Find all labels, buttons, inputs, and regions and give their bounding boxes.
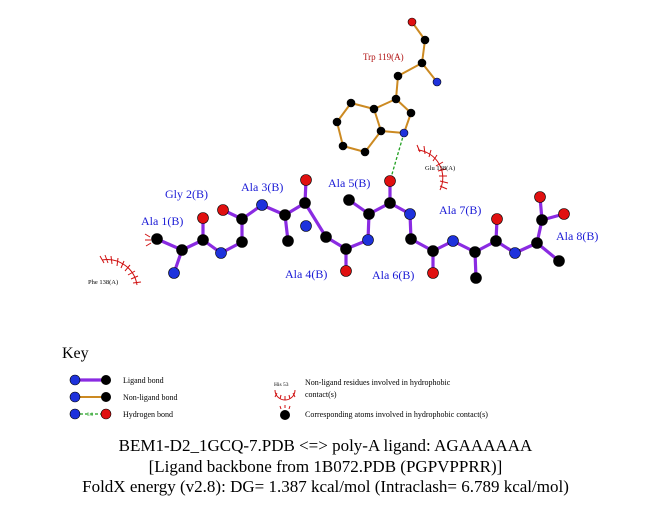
atom-carbon — [391, 94, 401, 104]
atom-carbon — [299, 197, 311, 209]
atom-nitrogen — [168, 267, 180, 279]
atom-oxygen — [558, 208, 570, 220]
atom-carbon — [531, 237, 543, 249]
atom-carbon — [151, 233, 163, 245]
svg-text:contact(s): contact(s) — [305, 390, 337, 399]
atom-carbon — [176, 244, 188, 256]
atom-carbon — [405, 233, 417, 245]
svg-text:Corresponding atoms involved i: Corresponding atoms involved in hydropho… — [305, 410, 488, 419]
atom-nitrogen — [256, 199, 268, 211]
atom-oxygen — [300, 174, 312, 186]
atom-nitrogen — [432, 77, 442, 87]
residue-label-ala3: Ala 3(B) — [241, 180, 283, 194]
residue-label-ala8: Ala 8(B) — [556, 229, 598, 243]
atom-oxygen — [534, 191, 546, 203]
atom-carbon — [320, 231, 332, 243]
caption-line-1: BEM1-D2_1GCQ-7.PDB <=> poly-A ligand: AG… — [118, 436, 533, 455]
atom-oxygen — [427, 267, 439, 279]
atom-carbon — [282, 235, 294, 247]
residue-label-glu138: Glu 138(A) — [425, 165, 455, 172]
atom-carbon — [340, 243, 352, 255]
hydrogen-bond-line — [389, 132, 405, 182]
atom-carbon — [536, 214, 548, 226]
atom-carbon — [470, 272, 482, 284]
atom-nitrogen — [399, 128, 409, 138]
residue-label-ala4: Ala 4(B) — [285, 267, 327, 281]
caption-line-2: [Ligand backbone from 1B072.PDB (PGPVPPR… — [148, 457, 503, 476]
atom-carbon — [346, 98, 356, 108]
residue-label-ala5: Ala 5(B) — [328, 176, 370, 190]
atom-carbon — [360, 147, 370, 157]
hydrophobic-arcs — [99, 144, 449, 286]
atom-carbon — [406, 108, 416, 118]
atom-carbon — [369, 104, 379, 114]
atom-nitrogen — [215, 247, 227, 259]
trp-atoms — [332, 17, 442, 157]
atom-carbon — [338, 141, 348, 151]
atom-carbon — [553, 255, 565, 267]
svg-text:Hydrogen bond: Hydrogen bond — [123, 410, 173, 419]
atom-carbon — [332, 117, 342, 127]
atom-oxygen — [384, 175, 396, 187]
atom-carbon — [236, 213, 248, 225]
atom-carbon — [343, 194, 355, 206]
svg-text:Ligand bond: Ligand bond — [123, 376, 164, 385]
atom-carbon — [417, 58, 427, 68]
residue-label-ala1: Ala 1(B) — [141, 214, 183, 228]
svg-text:Non-ligand residues involved i: Non-ligand residues involved in hydropho… — [305, 378, 451, 387]
atom-carbon — [363, 208, 375, 220]
atom-carbon — [469, 246, 481, 258]
atom-oxygen — [491, 213, 503, 225]
ligand-bonds — [155, 178, 566, 280]
atom-carbon — [376, 126, 386, 136]
svg-text:3.0: 3.0 — [87, 413, 94, 418]
residue-label-ala6: Ala 6(B) — [372, 268, 414, 282]
atom-carbon — [420, 35, 430, 45]
caption-line-3: FoldX energy (v2.8): DG= 1.387 kcal/mol … — [82, 477, 569, 496]
svg-text:His 53: His 53 — [274, 382, 289, 388]
atom-oxygen — [197, 212, 209, 224]
residue-labels: Ala 1(B) Gly 2(B) Ala 3(B) Ala 4(B) Ala … — [88, 52, 598, 286]
atom-nitrogen — [362, 234, 374, 246]
residue-label-ala7: Ala 7(B) — [439, 203, 481, 217]
legend-corresponding-atoms: Corresponding atoms involved in hydropho… — [279, 405, 488, 420]
legend-hydrogen-bond: 3.0 Hydrogen bond — [69, 408, 173, 420]
ligand-atoms — [151, 174, 570, 284]
atom-carbon — [393, 71, 403, 81]
atom-carbon — [197, 234, 209, 246]
atom-nitrogen — [404, 208, 416, 220]
residue-label-phe138: Phe 138(A) — [88, 279, 118, 286]
atom-oxygen — [340, 265, 352, 277]
atom-oxygen — [217, 204, 229, 216]
legend: Key Ligand bond Non-ligand bond 3.0 Hydr… — [62, 345, 488, 420]
legend-non-ligand-bond: Non-ligand bond — [69, 391, 177, 403]
atom-carbon — [236, 236, 248, 248]
legend-title: Key — [62, 345, 89, 362]
atom-carbon — [490, 235, 502, 247]
legend-hydrophobic-residues: His 53 Non-ligand residues involved in h… — [274, 378, 451, 401]
atom-nitrogen — [447, 235, 459, 247]
atom-carbon — [279, 209, 291, 221]
atom-nitrogen — [300, 220, 312, 232]
legend-ligand-bond: Ligand bond — [69, 374, 164, 386]
atom-oxygen — [407, 17, 417, 27]
residue-label-gly2: Gly 2(B) — [165, 187, 208, 201]
atom-nitrogen — [509, 247, 521, 259]
atom-carbon — [427, 245, 439, 257]
svg-text:Non-ligand bond: Non-ligand bond — [123, 393, 177, 402]
atom-carbon — [384, 197, 396, 209]
residue-label-trp119: Trp 119(A) — [363, 52, 404, 62]
